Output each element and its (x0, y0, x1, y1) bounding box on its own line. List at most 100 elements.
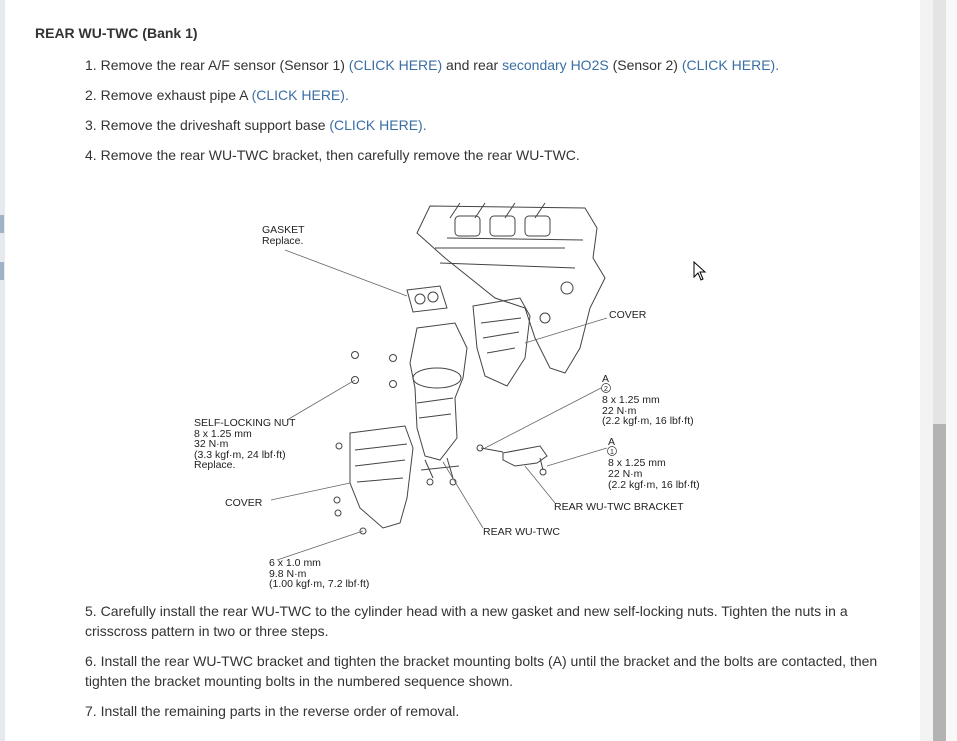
step-period: . (422, 117, 427, 133)
bracket-shape (502, 445, 548, 467)
left-edge-mark (0, 215, 4, 233)
step-number: 7. (85, 703, 97, 719)
leader-bolt-a1 (546, 447, 608, 467)
small-bolt-torque: 9.8 N·m (269, 568, 307, 580)
twc-label: REAR WU-TWC (483, 526, 560, 538)
gasket-label: GASKET (262, 224, 305, 236)
left-frame-edge (0, 0, 5, 741)
leader-twc (442, 461, 484, 529)
right-frame-edge (946, 0, 957, 741)
engine-bolt (560, 281, 574, 295)
step-7: 7. Install the remaining parts in the re… (85, 701, 459, 721)
bolt-head (476, 444, 484, 452)
step-text: crisscross pattern in two or three steps… (85, 623, 329, 639)
leader-gasket (284, 249, 408, 297)
leader-nut (286, 379, 356, 421)
step-text: Remove exhaust pipe A (100, 87, 248, 103)
engine-port (524, 215, 551, 237)
step-text: Remove the rear A/F sensor (Sensor 1) (100, 57, 345, 73)
gasket-hole (414, 293, 426, 305)
engine-port (489, 215, 516, 237)
bolt-a1-seq: 1 (610, 449, 614, 456)
secondary-ho2s-link[interactable]: secondary HO2S (502, 57, 609, 73)
driveshaft-support-link[interactable]: (CLICK HERE) (329, 117, 423, 133)
bolt-a2-torque: 22 N·m (602, 405, 637, 417)
nut-size: 8 x 1.25 mm (194, 428, 252, 440)
exhaust-pipe-link[interactable]: (CLICK HERE) (251, 87, 345, 103)
nut (351, 376, 359, 384)
mouse-pointer-icon (693, 261, 707, 281)
bolt-a2-alt: (2.2 kgf·m, 16 lbf·ft) (602, 415, 694, 427)
bolt-a1-torque: 22 N·m (608, 468, 643, 480)
step-number: 1. (85, 57, 97, 73)
step-number: 2. (85, 87, 97, 103)
nut (389, 380, 397, 388)
leader-cover-right (524, 317, 608, 344)
step-text: Install the remaining parts in the rever… (100, 703, 460, 719)
bolt (334, 509, 342, 517)
left-cover-shape (349, 425, 414, 529)
bolt-head (539, 468, 547, 476)
step-number: 6. (85, 653, 97, 669)
step-text: (Sensor 2) (612, 57, 678, 73)
gasket-hole (427, 291, 439, 303)
document-page: REAR WU-TWC (Bank 1) 1. Remove the rear … (5, 0, 920, 741)
right-cover-ribs (480, 317, 522, 354)
bolt-a1-letter: A (608, 436, 615, 448)
step-6: 6. Install the rear WU-TWC bracket and t… (85, 651, 877, 691)
bolt (333, 496, 341, 504)
nut (389, 354, 397, 362)
nut-note: Replace. (194, 459, 235, 471)
cover-right-label: COVER (609, 309, 647, 321)
wu-twc-outlet (420, 457, 460, 479)
nut-alt: (3.3 kgf·m, 24 lbf·ft) (194, 449, 286, 461)
wu-twc-band (412, 367, 462, 389)
ho2s-link[interactable]: (CLICK HERE) (681, 57, 776, 73)
wu-twc-body (409, 322, 468, 461)
bolt-a2-letter: A (602, 373, 609, 385)
step-period: . (344, 87, 349, 103)
left-edge-mark (0, 262, 4, 280)
leader-small-bolt (276, 530, 364, 561)
bracket-bolt-a2 (480, 447, 504, 453)
bolt-a2-size: 8 x 1.25 mm (602, 394, 660, 406)
step-2: 2. Remove exhaust pipe A (CLICK HERE). (85, 85, 349, 105)
stud (426, 478, 434, 486)
small-bolt-size: 6 x 1.0 mm (269, 557, 321, 569)
af-sensor-link[interactable]: (CLICK HERE) (348, 57, 443, 73)
leader-bracket (524, 465, 556, 504)
step-1: 1. Remove the rear A/F sensor (Sensor 1)… (85, 55, 779, 75)
step-number: 5. (85, 603, 97, 619)
leader-bolt-a2 (484, 387, 602, 449)
step-5: 5. Carefully install the rear WU-TWC to … (85, 601, 848, 641)
nut-label: SELF-LOCKING NUT (194, 417, 296, 429)
step-number: 4. (85, 147, 97, 163)
bolt-a1-seq-circle (607, 446, 617, 456)
step-4: 4. Remove the rear WU-TWC bracket, then … (85, 145, 580, 165)
scrollbar-thumb[interactable] (933, 424, 946, 741)
bolt (335, 442, 343, 450)
bracket-bolt-a1 (539, 457, 544, 471)
step-text: Carefully install the rear WU-TWC to the… (100, 603, 848, 619)
step-number: 3. (85, 117, 97, 133)
engine-block-details (449, 202, 546, 219)
right-cover-shape (472, 297, 531, 387)
step-text: Remove the driveshaft support base (100, 117, 326, 133)
step-text: Remove the rear WU-TWC bracket, then car… (100, 147, 580, 163)
leader-cover-left (270, 482, 351, 501)
step-text: Install the rear WU-TWC bracket and tigh… (100, 653, 878, 669)
gasket-shape (406, 285, 448, 313)
left-cover-ribs (354, 443, 408, 483)
step-text: and rear (446, 57, 499, 73)
step-text: tighten the bracket mounting bolts in th… (85, 673, 514, 689)
bolt-a1-size: 8 x 1.25 mm (608, 457, 666, 469)
bolt-a1-alt: (2.2 kgf·m, 16 lbf·ft) (608, 479, 700, 491)
step-3: 3. Remove the driveshaft support base (C… (85, 115, 427, 135)
small-bolt-alt: (1.00 kgf·m, 7.2 lbf·ft) (269, 578, 369, 590)
engine-port (454, 215, 481, 237)
bracket-label: REAR WU-TWC BRACKET (554, 501, 684, 513)
engine-lines (435, 237, 584, 269)
bolt-a2-seq: 2 (604, 386, 608, 393)
nut (351, 351, 359, 359)
exploded-view-diagram: GASKET Replace. COVER A 2 8 x 1.25 mm 22… (194, 202, 700, 590)
